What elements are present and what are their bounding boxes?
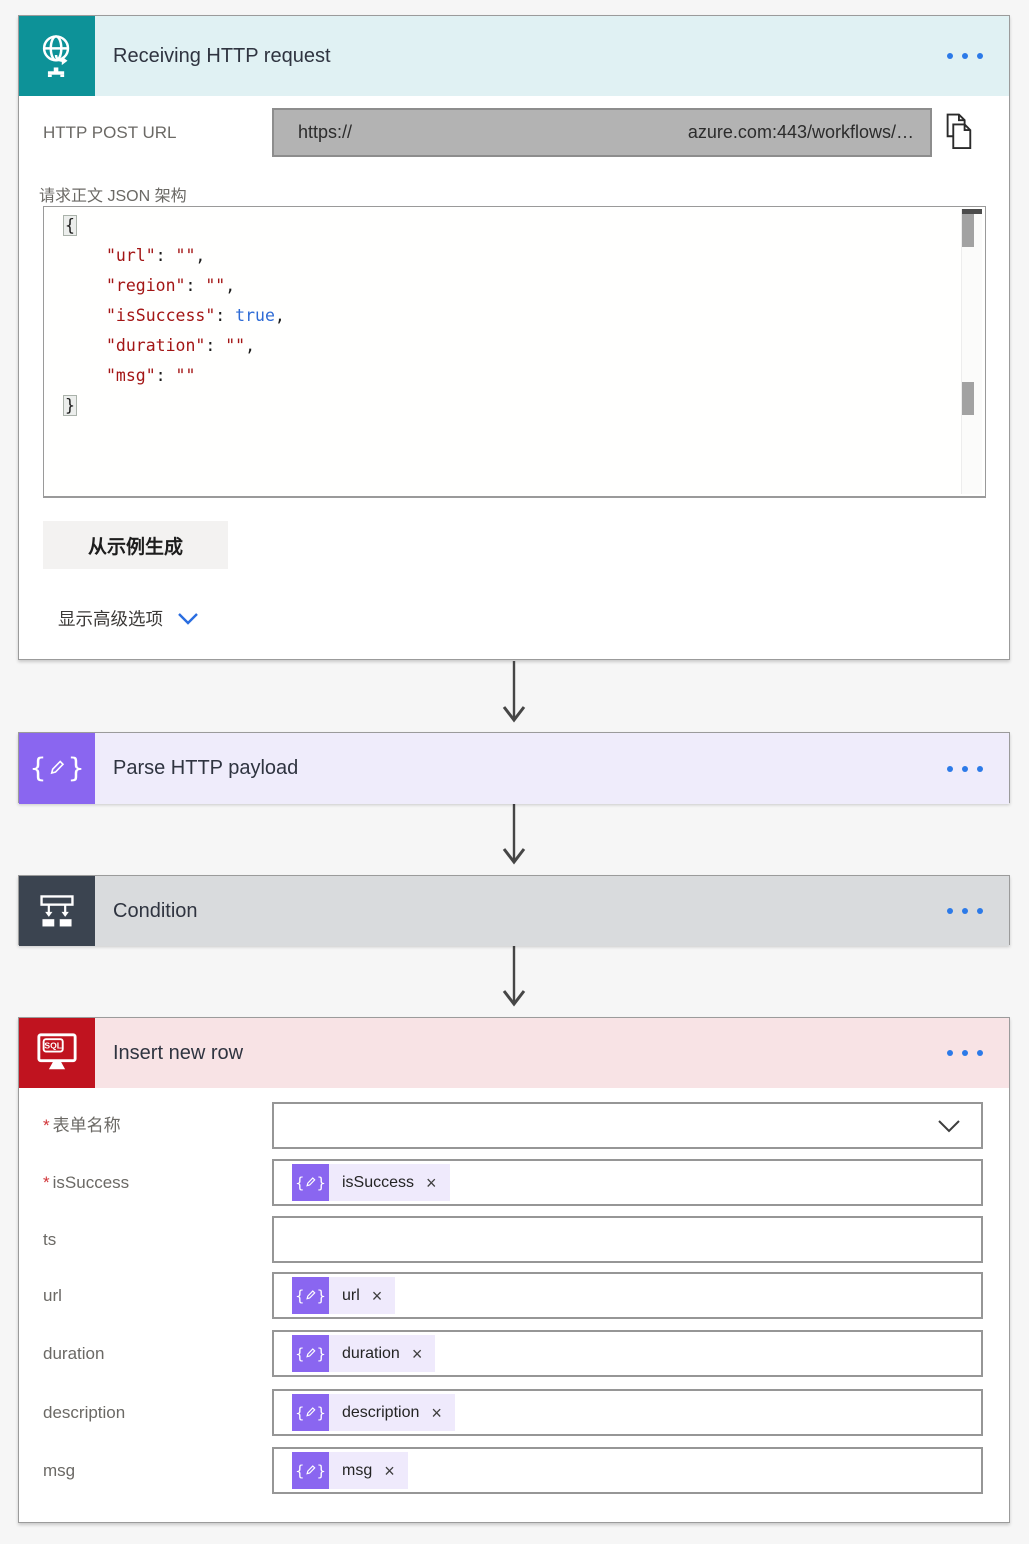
field-row-表单名称: *表单名称 <box>19 1102 1009 1149</box>
card-title: Parse HTTP payload <box>113 757 298 780</box>
dynamic-content-token-isSuccess[interactable]: {} isSuccess × <box>292 1164 450 1201</box>
advanced-link-label: 显示高级选项 <box>58 606 163 631</box>
trigger-card-header[interactable]: Receiving HTTP request <box>19 16 1009 96</box>
editor-scrollbar[interactable] <box>961 209 982 494</box>
field-row-url: url {} url × <box>19 1272 1009 1319</box>
code-line: "isSuccess": true, <box>64 301 957 331</box>
remove-token-button[interactable]: × <box>412 1345 423 1363</box>
dynamic-content-token-msg[interactable]: {} msg × <box>292 1452 408 1489</box>
field-label: msg <box>43 1447 75 1494</box>
more-menu-button[interactable] <box>947 53 983 59</box>
braces-pencil-icon: {} <box>292 1335 329 1372</box>
more-menu-button[interactable] <box>947 1050 983 1056</box>
field-label: *isSuccess <box>43 1159 129 1206</box>
connector-arrow <box>500 661 528 731</box>
dynamic-content-token-duration[interactable]: {} duration × <box>292 1335 435 1372</box>
field-input-msg[interactable]: {} msg × <box>272 1447 983 1494</box>
generate-from-sample-button[interactable]: 从示例生成 <box>43 521 228 569</box>
code-line: } <box>64 391 957 421</box>
token-label: msg <box>342 1462 372 1480</box>
field-label: ts <box>43 1216 56 1263</box>
chevron-down-icon <box>937 1119 961 1133</box>
action-card-insert-new-row: SQL Insert new row *表单名称 *isSuccess {} isSu… <box>18 1017 1010 1523</box>
field-row-duration: duration {} duration × <box>19 1330 1009 1377</box>
json-schema-editor[interactable]: {"url": "","region": "","isSuccess": tru… <box>43 206 986 498</box>
dynamic-content-token-url[interactable]: {} url × <box>292 1277 395 1314</box>
remove-token-button[interactable]: × <box>426 1174 437 1192</box>
braces-pencil-icon: {} <box>292 1394 329 1431</box>
required-asterisk: * <box>43 1173 50 1192</box>
field-input-url[interactable]: {} url × <box>272 1272 983 1319</box>
token-label: url <box>342 1287 360 1305</box>
field-label: description <box>43 1389 125 1436</box>
condition-card-header[interactable]: Condition <box>19 876 1009 946</box>
copy-url-button[interactable] <box>939 112 977 154</box>
braces-pencil-icon: {} <box>292 1277 329 1314</box>
json-schema-label: 请求正文 JSON 架构 <box>39 182 187 206</box>
globe-arrow-icon <box>19 16 95 96</box>
branch-icon <box>19 876 95 946</box>
field-row-ts: ts <box>19 1216 1009 1263</box>
token-label: description <box>342 1404 419 1422</box>
code-line: "url": "", <box>64 241 957 271</box>
code-line: "region": "", <box>64 271 957 301</box>
field-row-isSuccess: *isSuccess {} isSuccess × <box>19 1159 1009 1206</box>
remove-token-button[interactable]: × <box>372 1287 383 1305</box>
scrollbar-thumb[interactable] <box>962 214 974 247</box>
chevron-down-icon <box>177 612 199 626</box>
field-input-description[interactable]: {} description × <box>272 1389 983 1436</box>
field-input-表单名称[interactable] <box>272 1102 983 1149</box>
remove-token-button[interactable]: × <box>384 1462 395 1480</box>
field-label: url <box>43 1272 62 1319</box>
more-menu-button[interactable] <box>947 908 983 914</box>
dynamic-content-token-description[interactable]: {} description × <box>292 1394 455 1431</box>
insert-card-header[interactable]: SQL Insert new row <box>19 1018 1009 1088</box>
card-title: Condition <box>113 900 198 923</box>
braces-pencil-icon: {} <box>19 733 95 804</box>
url-suffix: azure.com:443/workflows/… <box>688 122 914 143</box>
card-title: Insert new row <box>113 1042 243 1065</box>
code-line: "duration": "", <box>64 331 957 361</box>
action-card-condition: Condition <box>18 875 1010 945</box>
remove-token-button[interactable]: × <box>431 1404 442 1422</box>
token-label: isSuccess <box>342 1174 414 1192</box>
card-title: Receiving HTTP request <box>113 45 331 68</box>
field-input-isSuccess[interactable]: {} isSuccess × <box>272 1159 983 1206</box>
code-line: { <box>64 211 957 241</box>
url-prefix: https:// <box>298 122 352 143</box>
action-card-parse-http-payload: {} Parse HTTP payload <box>18 732 1010 803</box>
field-row-msg: msg {} msg × <box>19 1447 1009 1494</box>
sql-monitor-icon: SQL <box>19 1018 95 1088</box>
trigger-card-receiving-http-request: Receiving HTTP request HTTP POST URL htt… <box>18 15 1010 660</box>
field-row-description: description {} description × <box>19 1389 1009 1436</box>
token-label: duration <box>342 1345 400 1363</box>
field-label: duration <box>43 1330 104 1377</box>
required-asterisk: * <box>43 1116 50 1135</box>
more-menu-button[interactable] <box>947 766 983 772</box>
parse-card-header[interactable]: {} Parse HTTP payload <box>19 733 1009 804</box>
scrollbar-thumb[interactable] <box>962 382 974 415</box>
code-line: "msg": "" <box>64 361 957 391</box>
field-label: *表单名称 <box>43 1102 121 1149</box>
braces-pencil-icon: {} <box>292 1164 329 1201</box>
field-input-duration[interactable]: {} duration × <box>272 1330 983 1377</box>
show-advanced-options-link[interactable]: 显示高级选项 <box>58 606 199 631</box>
connector-arrow <box>500 945 528 1015</box>
connector-arrow <box>500 803 528 873</box>
field-input-ts[interactable] <box>272 1216 983 1263</box>
braces-pencil-icon: {} <box>292 1452 329 1489</box>
copy-icon <box>941 112 975 152</box>
http-post-url-label: HTTP POST URL <box>43 108 177 157</box>
http-post-url-value: https:// azure.com:443/workflows/… <box>272 108 932 157</box>
svg-text:SQL: SQL <box>44 1041 62 1051</box>
